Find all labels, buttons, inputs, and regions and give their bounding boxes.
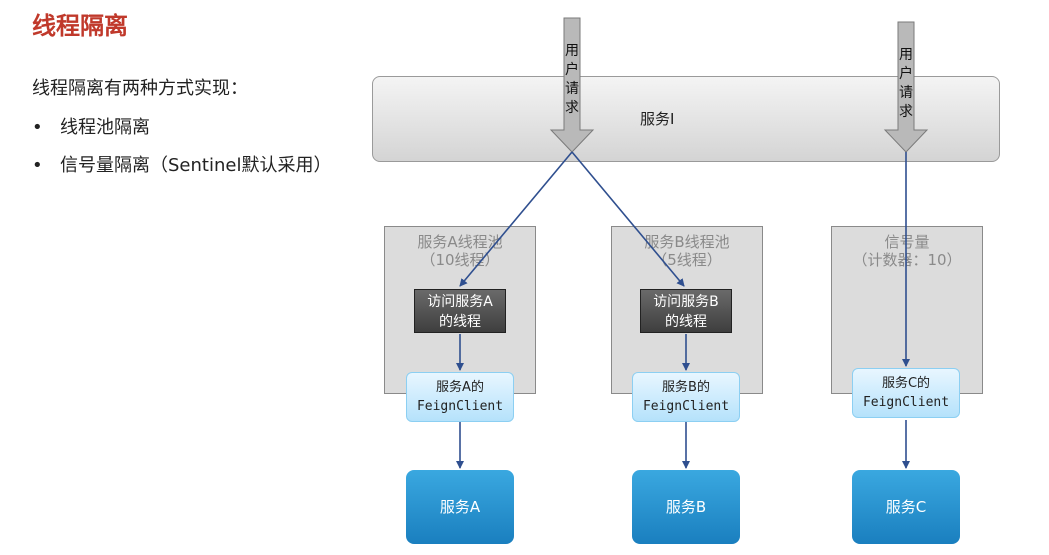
page-title: 线程隔离 [32, 12, 128, 40]
service-a-box: 服务A [406, 470, 514, 544]
service-b-box: 服务B [632, 470, 740, 544]
service-c-box: 服务C [852, 470, 960, 544]
bullet-dot: • [32, 117, 43, 138]
line-to-thread-b [571, 151, 685, 287]
pool-b-subtitle: （5线程） [652, 251, 722, 269]
bullet-text: 线程池隔离 [60, 117, 150, 138]
bullet-text: 信号量隔离（Sentinel默认采用） [60, 155, 332, 176]
pool-b-title: 服务B线程池 [644, 233, 730, 251]
pool-a-subtitle: （10线程） [420, 251, 500, 269]
request-label-2: 用户请求 [899, 47, 913, 120]
service-i-band [372, 76, 1000, 162]
pool-a-title: 服务A线程池 [417, 233, 503, 251]
semaphore-subtitle: （计数器：10） [852, 251, 962, 269]
request-label-1: 用户请求 [565, 43, 579, 116]
bullet-dot: • [32, 155, 43, 176]
bullet-list: • 线程池隔离 • 信号量隔离（Sentinel默认采用） [32, 116, 331, 192]
bullet-item: • 线程池隔离 [32, 116, 331, 154]
bullet-item: • 信号量隔离（Sentinel默认采用） [32, 154, 331, 192]
request-arrow-1 [549, 17, 595, 153]
request-arrow-2 [883, 21, 929, 153]
line-to-thread-a [459, 151, 573, 287]
semaphore-title: 信号量 [884, 233, 930, 251]
intro-text: 线程隔离有两种方式实现： [32, 78, 248, 99]
service-i-label: 服务I [640, 110, 675, 128]
